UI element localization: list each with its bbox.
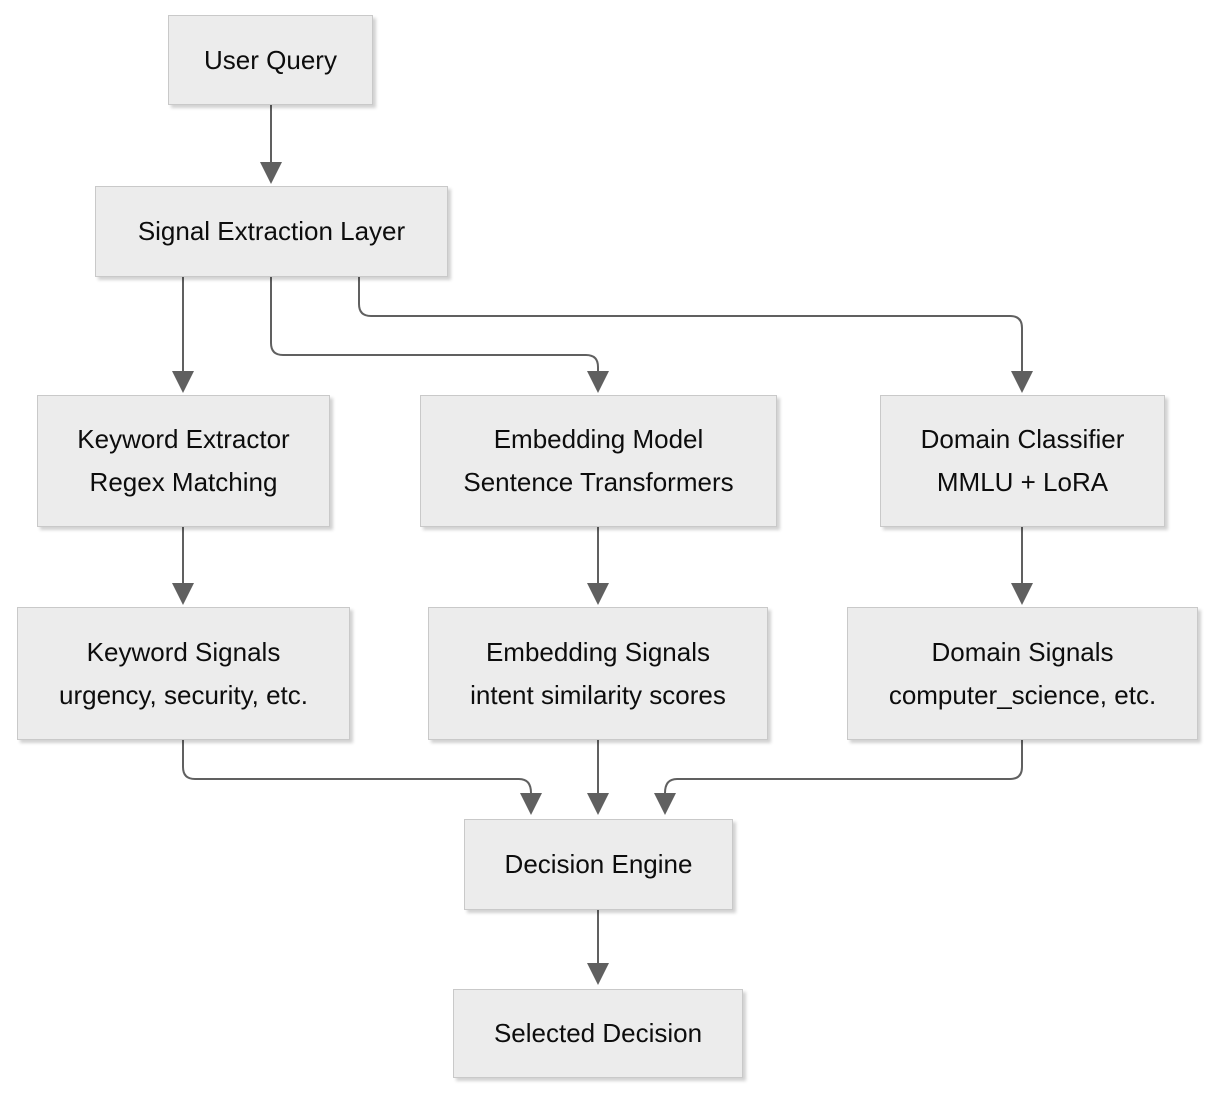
- node-selected-decision: Selected Decision: [453, 989, 743, 1078]
- arrowhead-into-keyword-signals: [172, 583, 194, 605]
- node-domain-classifier-title: Domain Classifier: [920, 424, 1125, 454]
- node-decision-engine: Decision Engine: [464, 819, 733, 910]
- node-keyword-extractor-title: Keyword Extractor: [77, 424, 290, 454]
- node-domain-signals-subtitle: computer_science, etc.: [888, 679, 1157, 710]
- arrowhead-left-into-decision-engine: [520, 793, 542, 815]
- node-embedding-model-title: Embedding Model: [493, 424, 704, 454]
- node-domain-signals-title: Domain Signals: [931, 636, 1114, 667]
- arrowhead-mid-into-decision-engine: [587, 793, 609, 815]
- node-keyword-signals: Keyword Signals urgency, security, etc.: [17, 607, 350, 740]
- arrowhead-into-selected-decision: [587, 963, 609, 985]
- node-decision-engine-title: Decision Engine: [504, 849, 693, 879]
- edge-signal-extraction-layer-to-embedding-model: [270, 277, 599, 371]
- node-user-query: User Query: [168, 15, 373, 105]
- arrowhead-right-into-decision-engine: [654, 793, 676, 815]
- node-embedding-signals-title: Embedding Signals: [485, 636, 711, 667]
- edge-domain-signals-to-decision-engine: [664, 740, 1023, 794]
- edge-signal-extraction-layer-to-domain-classifier: [358, 277, 1023, 371]
- node-domain-classifier-subtitle: MMLU + LoRA: [936, 467, 1109, 497]
- arrowhead-into-embedding-model: [587, 371, 609, 393]
- node-keyword-extractor-subtitle: Regex Matching: [89, 467, 278, 497]
- arrowhead-into-domain-classifier: [1011, 371, 1033, 393]
- node-embedding-signals-subtitle: intent similarity scores: [470, 679, 726, 710]
- node-domain-signals: Domain Signals computer_science, etc.: [847, 607, 1198, 740]
- node-keyword-signals-subtitle: urgency, security, etc.: [58, 679, 309, 710]
- node-embedding-model-subtitle: Sentence Transformers: [463, 467, 734, 497]
- node-embedding-model: Embedding Model Sentence Transformers: [420, 395, 777, 527]
- arrowhead-into-embedding-signals: [587, 583, 609, 605]
- node-domain-classifier: Domain Classifier MMLU + LoRA: [880, 395, 1165, 527]
- node-keyword-signals-title: Keyword Signals: [86, 636, 281, 667]
- arrowhead-into-keyword-extractor: [172, 371, 194, 393]
- node-embedding-signals: Embedding Signals intent similarity scor…: [428, 607, 768, 740]
- arrowhead-into-domain-signals: [1011, 583, 1033, 605]
- node-signal-extraction-layer: Signal Extraction Layer: [95, 186, 448, 277]
- node-user-query-title: User Query: [204, 44, 337, 75]
- edge-keyword-signals-to-decision-engine: [182, 740, 532, 794]
- node-signal-extraction-layer-title: Signal Extraction Layer: [137, 216, 406, 246]
- node-selected-decision-title: Selected Decision: [493, 1018, 703, 1048]
- arrowhead-into-signal-extraction-layer: [260, 162, 282, 184]
- node-keyword-extractor: Keyword Extractor Regex Matching: [37, 395, 330, 527]
